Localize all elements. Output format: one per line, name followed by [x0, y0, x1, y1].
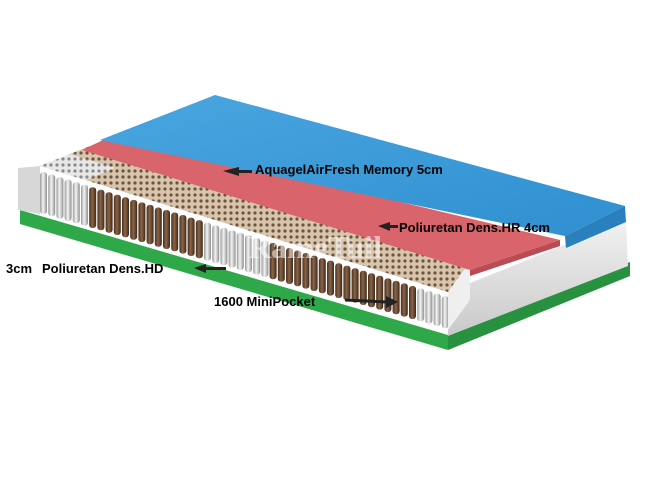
label-hd-foam: Poliuretan Dens.HD: [42, 261, 164, 276]
spring-column: [81, 184, 88, 226]
spring-column: [368, 273, 375, 308]
spring-column: [343, 265, 351, 301]
spring-column: [138, 202, 146, 242]
left-panel: [18, 166, 40, 214]
spring-column: [441, 296, 448, 329]
spring-column: [417, 288, 425, 322]
spring-column: [269, 242, 277, 280]
spring-column: [433, 293, 441, 326]
spring-column: [425, 291, 433, 324]
spring-column: [400, 283, 408, 317]
spring-column: [335, 263, 343, 298]
spring-column: [163, 210, 170, 249]
memory-foam-layer: [100, 95, 625, 236]
spring-column: [89, 187, 97, 228]
spring-column: [220, 227, 228, 266]
end-block: [448, 262, 470, 330]
spring-column: [195, 220, 203, 259]
spring-column: [122, 197, 129, 238]
spring-column: [228, 230, 236, 268]
base-layer-side: [448, 262, 630, 350]
watermark-text: RameTuil: [248, 229, 382, 265]
spring-top-weave-light: [40, 154, 115, 180]
spring-column: [351, 268, 359, 303]
spring-column: [409, 286, 416, 319]
spring-column: [105, 192, 113, 233]
spring-column: [72, 182, 80, 224]
spring-column: [171, 212, 179, 252]
spring-column: [204, 222, 211, 261]
spring-column: [64, 179, 72, 221]
spring-column: [187, 217, 195, 256]
spring-column: [286, 248, 293, 284]
spring-column: [294, 250, 302, 287]
spring-column: [97, 189, 105, 231]
spring-column: [154, 207, 162, 247]
spring-column: [113, 194, 121, 235]
spring-column: [302, 253, 310, 289]
end-panel: [448, 220, 628, 336]
label-memory-foam: AquagelAirFresh Memory 5cm: [255, 162, 443, 177]
hr-foam-layer: [82, 134, 560, 270]
spring-column: [179, 215, 187, 254]
spring-column: [245, 235, 252, 273]
label-minipocket: 1600 MiniPocket: [214, 294, 316, 309]
spring-column: [40, 172, 47, 214]
spring-column: [212, 225, 220, 263]
label-hd-thickness: 3cm: [6, 261, 33, 276]
spring-column: [253, 237, 261, 275]
spring-column: [392, 280, 400, 315]
spring-column: [56, 177, 64, 219]
spring-column: [261, 240, 269, 277]
base-layer: [20, 210, 448, 350]
spring-top-weave: [40, 142, 470, 292]
spring-column: [327, 260, 334, 296]
spring-column: [318, 258, 326, 294]
spring-column: [376, 275, 384, 310]
hr-foam-side: [470, 240, 560, 276]
arrow-icon: [194, 167, 398, 308]
spring-column: [146, 204, 154, 245]
spring-column: [236, 232, 244, 270]
spring-column: [359, 270, 367, 305]
memory-foam-side: [565, 206, 626, 248]
spring-column: [277, 245, 285, 282]
label-hr-foam: Poliuretan Dens.HR 4cm: [399, 220, 550, 235]
spring-column: [130, 199, 138, 240]
spring-column: [48, 174, 56, 217]
spring-column: [310, 255, 318, 291]
